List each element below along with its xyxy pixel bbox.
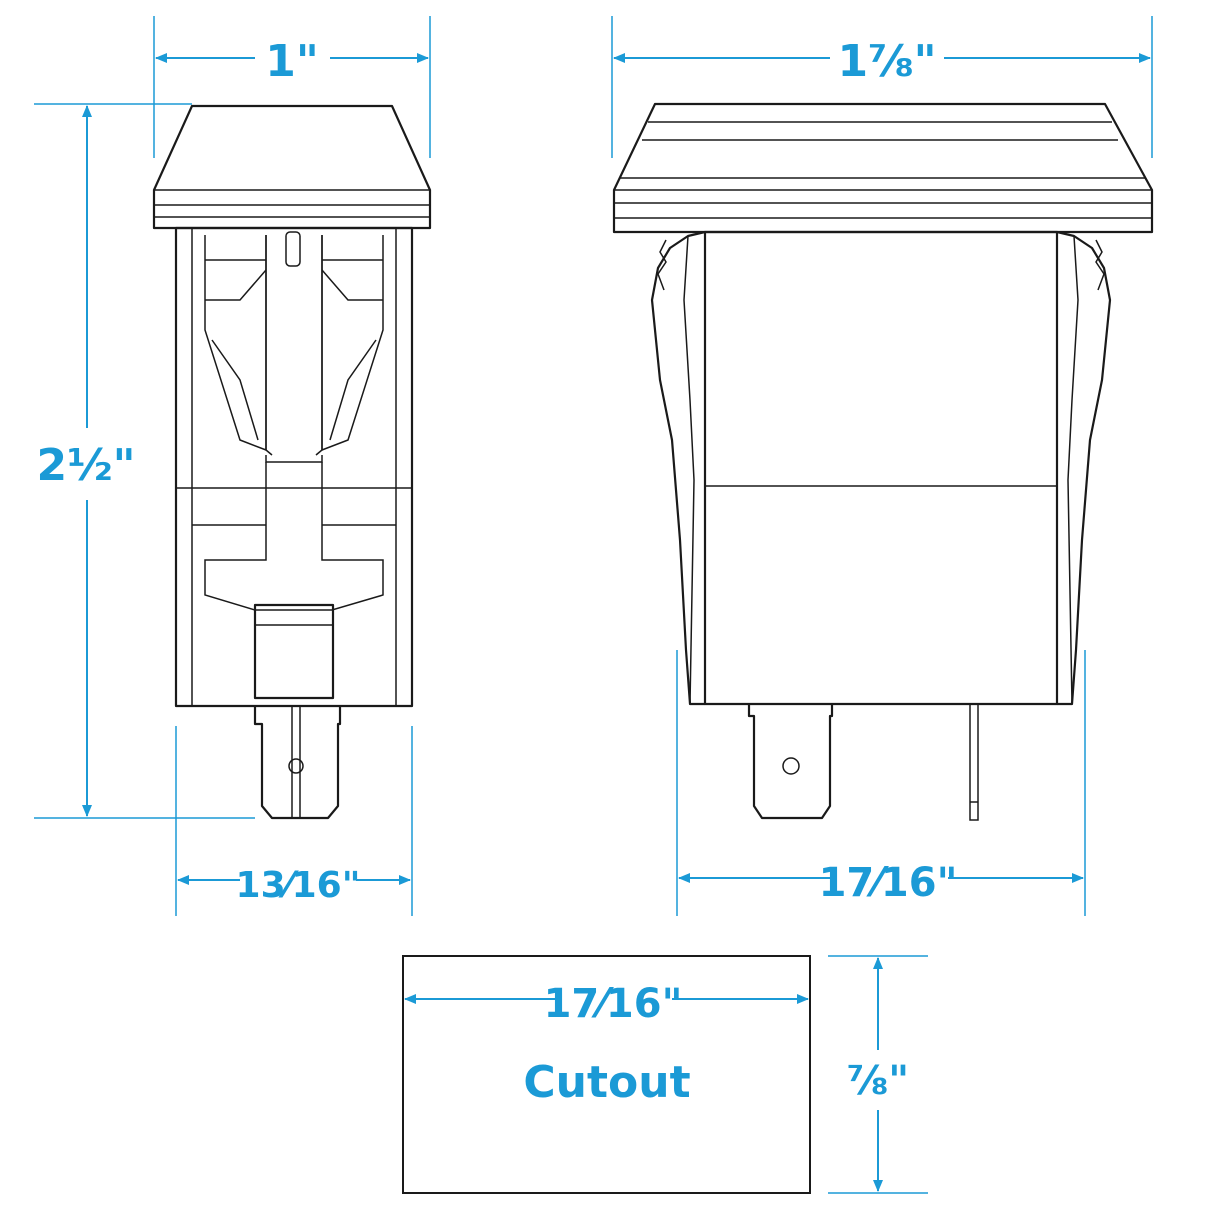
cutout-width-label: 17⁄16": [544, 981, 683, 1027]
front-body-width-label: 17⁄16": [819, 860, 958, 906]
cutout-label: Cutout: [523, 1057, 690, 1108]
dimension-lines: [34, 16, 1153, 1194]
side-top-width-label: 1": [265, 36, 319, 87]
side-body-width-label: 13⁄16": [236, 865, 361, 906]
overall-height-label: 2½": [36, 440, 135, 491]
cutout-rectangle: [402, 955, 811, 1194]
side-view: [152, 104, 432, 820]
cutout-height-label: ⅞": [847, 1058, 909, 1104]
front-view: [612, 102, 1154, 821]
front-top-width-label: 1⅞": [837, 36, 936, 87]
